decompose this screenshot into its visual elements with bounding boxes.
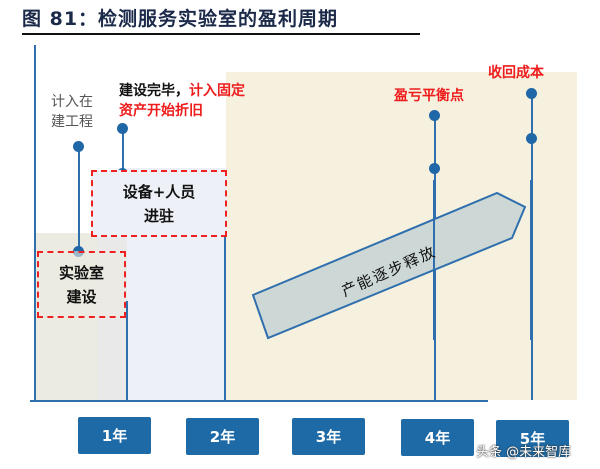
figure-title: 图 81：检测服务实验室的盈利周期 (22, 8, 339, 30)
box-equipment-staff: 设备+人员 进驻 (91, 170, 227, 237)
capacity-release-arrow (251, 180, 532, 340)
year-1: 1年 (78, 417, 151, 454)
divider-year2 (224, 205, 226, 400)
connector-equipment (122, 128, 124, 173)
milestone-dot (117, 123, 128, 134)
divider-year1 (126, 301, 128, 400)
label-breakeven: 盈亏平衡点 (394, 88, 464, 104)
x-axis (30, 400, 488, 402)
breakeven-dot (429, 163, 440, 174)
payback-dot (526, 133, 537, 144)
milestone-dot (73, 141, 84, 152)
breakeven-dot (429, 110, 440, 121)
year-3: 3年 (292, 418, 365, 455)
title-divider (22, 33, 420, 35)
watermark: 头条 @未来智库 (476, 445, 572, 460)
box-lab-construction: 实验室 建设 (37, 251, 126, 318)
year-4: 4年 (401, 419, 474, 456)
y-axis (34, 45, 36, 401)
label-construction-in-progress: 计入在 建工程 (51, 94, 93, 130)
payback-dot (526, 88, 537, 99)
year-2: 2年 (186, 418, 259, 455)
connector-construction (78, 146, 80, 251)
label-construction-done: 建设完毕，计入固定 资产开始折旧 (119, 83, 245, 119)
year-5: 5年 (496, 420, 569, 457)
label-payback: 收回成本 (488, 65, 544, 81)
